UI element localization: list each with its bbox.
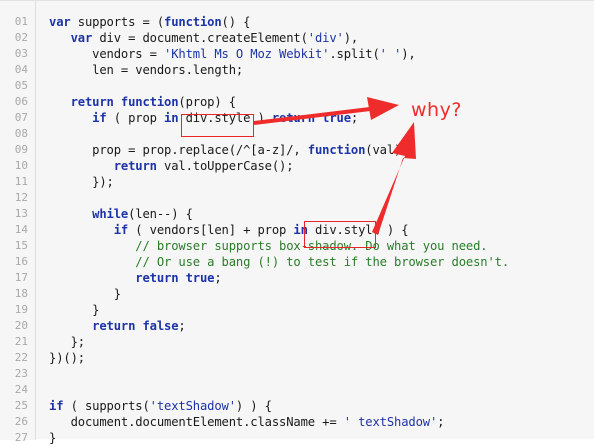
highlight-box-div-style-line-14: [304, 221, 376, 248]
line-number: 03: [14, 47, 28, 60]
code-line: while(len--) {: [92, 207, 193, 221]
line-number: 19: [14, 303, 28, 316]
line-number: 08: [14, 127, 28, 140]
line-number: 05: [14, 79, 28, 92]
code-line: }: [49, 431, 57, 445]
line-number: 17: [14, 271, 28, 284]
code-line: vendors = 'Khtml Ms O Moz Webkit'.split(…: [49, 47, 416, 61]
line-number: 16: [14, 255, 28, 268]
code-line: document.documentElement.className += ' …: [49, 415, 445, 429]
code-line: prop = prop.replace(/^[a-z]/, function(v…: [49, 143, 416, 157]
code-line: })();: [49, 351, 85, 365]
code-line: if ( vendors[len] + prop in div.style ) …: [113, 223, 409, 237]
code-line: // browser supports box-shadow. Do what …: [135, 239, 488, 253]
code-line: return val.toUpperCase();: [113, 159, 294, 173]
line-number: 20: [14, 319, 28, 332]
line-number: 24: [14, 383, 28, 396]
line-number: 11: [14, 175, 28, 188]
arrow-to-why-upper-shaft: [253, 107, 371, 125]
line-number: 12: [14, 191, 28, 204]
line-number: 15: [14, 239, 28, 252]
line-number: 23: [14, 367, 28, 380]
line-number: 18: [14, 287, 28, 300]
code-line: return true;: [135, 271, 222, 285]
code-line: if ( supports('textShadow') ) {: [49, 399, 272, 413]
code-line: var supports = (function() {: [49, 15, 251, 29]
why-annotation-label: why?: [411, 99, 462, 121]
line-number: 01: [14, 15, 28, 28]
highlight-box-div-style-line-07: [181, 114, 254, 137]
code-line: var div = document.createElement('div'),: [70, 31, 359, 45]
line-number: 07: [14, 111, 28, 124]
line-number: 22: [14, 351, 28, 364]
line-number: 14: [14, 223, 28, 236]
line-number: 13: [14, 207, 28, 220]
code-line: });: [49, 175, 114, 189]
line-number-gutter: 01 02 03 04 05 06 07 08 09 10 11 12 13 14 15 16 17 18 19 20…: [0, 1, 36, 444]
code-line: };: [49, 335, 86, 349]
code-line: len = vendors.length;: [49, 63, 244, 77]
line-number: 26: [14, 415, 28, 428]
arrow-to-why-upper-head: [367, 97, 399, 120]
line-number: 02: [14, 31, 28, 44]
code-line: }: [49, 303, 100, 317]
line-number: 10: [14, 159, 28, 172]
line-number: 09: [14, 143, 28, 156]
code-line: // Or use a bang (!) to test if the brow…: [135, 255, 509, 269]
line-number: 04: [14, 63, 28, 76]
code-line: return function(prop) {: [70, 95, 236, 109]
line-number: 06: [14, 95, 28, 108]
line-number: 25: [14, 399, 28, 412]
code-line: }: [49, 287, 121, 301]
code-line: return false;: [92, 319, 186, 333]
arrow-to-why-lower: [372, 122, 416, 235]
line-number: 21: [14, 335, 28, 348]
